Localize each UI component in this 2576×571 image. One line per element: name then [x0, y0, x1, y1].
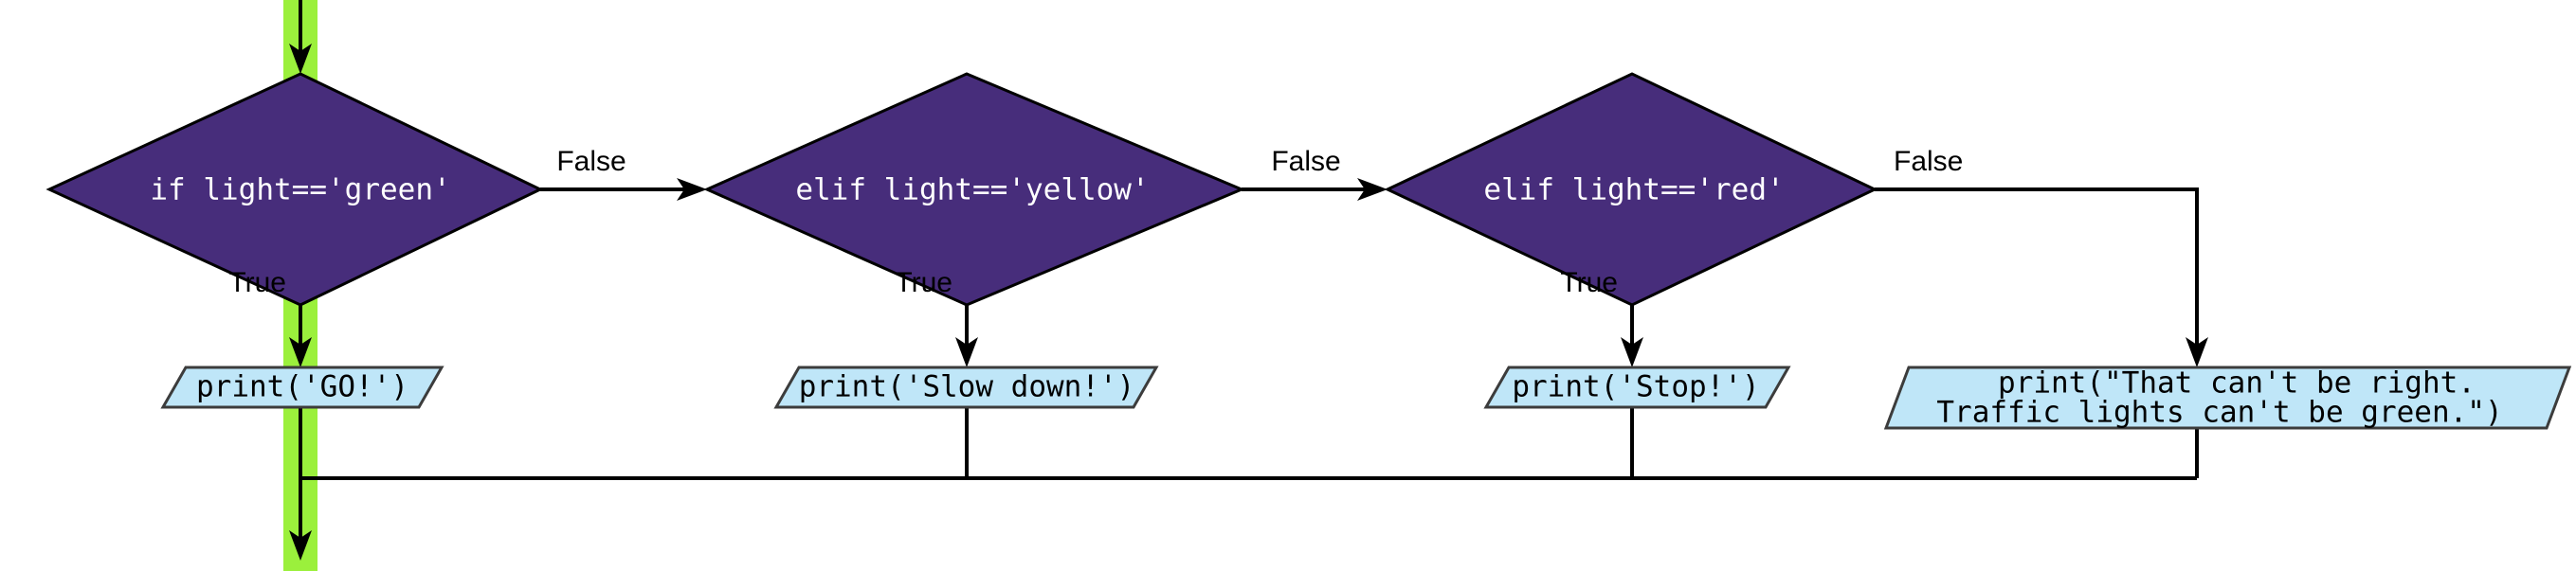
edge-entry-arrowhead — [289, 44, 312, 74]
edge-label-red-true: True — [1560, 267, 1618, 298]
decision-yellow-label: elif light=='yellow' — [795, 173, 1149, 207]
output-stop-parallelogram[interactable] — [1483, 366, 1791, 409]
output-stop-label: print('Stop!') — [1512, 370, 1759, 404]
edge-exit-arrowhead — [289, 530, 312, 561]
edge-green-true-arrowhead — [289, 337, 312, 367]
node-decision-if-green[interactable]: if light=='green' — [45, 72, 544, 307]
edge-label-red-false: False — [1894, 146, 1963, 177]
output-go-parallelogram[interactable] — [160, 366, 444, 409]
edge-label-yellow-true: True — [895, 267, 952, 298]
decision-green-diamond[interactable] — [45, 72, 544, 307]
edge-yellow-false-arrowhead — [1357, 178, 1388, 201]
output-error-label-line2: Traffic lights can't be green.") — [1936, 396, 2502, 430]
node-output-print-stop[interactable]: print('Stop!') — [1483, 366, 1791, 409]
edge-label-green-false: False — [556, 146, 626, 177]
edge-label-yellow-false: False — [1271, 146, 1340, 177]
decision-yellow-diamond[interactable] — [703, 72, 1245, 307]
decision-red-diamond[interactable] — [1384, 72, 1878, 307]
output-go-label: print('GO!') — [196, 370, 408, 404]
edge-green-false-arrowhead — [677, 178, 707, 201]
output-error-label-line1: print("That can't be right. — [1998, 366, 2476, 401]
edge-red-false-arrowhead — [2186, 337, 2208, 367]
edge-label-green-true: True — [228, 267, 286, 298]
decision-green-label: if light=='green' — [150, 173, 450, 207]
node-output-print-error[interactable]: print("That can't be right. Traffic ligh… — [1883, 366, 2572, 430]
output-slow-parallelogram[interactable] — [773, 366, 1159, 409]
edges-layer — [289, 0, 2208, 561]
edge-red-false-line — [1875, 187, 2199, 352]
output-slow-label: print('Slow down!') — [799, 370, 1135, 404]
edge-red-true-arrowhead — [1621, 337, 1643, 367]
decision-red-label: elif light=='red' — [1483, 173, 1784, 207]
node-decision-elif-red[interactable]: elif light=='red' — [1384, 72, 1878, 307]
edge-yellow-true-arrowhead — [955, 337, 978, 367]
node-decision-elif-yellow[interactable]: elif light=='yellow' — [703, 72, 1245, 307]
node-output-print-slow-down[interactable]: print('Slow down!') — [773, 366, 1159, 409]
node-output-print-go[interactable]: print('GO!') — [160, 366, 444, 409]
edge-labels-layer: False True False True False True — [228, 146, 1963, 298]
output-error-parallelogram[interactable] — [1883, 366, 2572, 430]
